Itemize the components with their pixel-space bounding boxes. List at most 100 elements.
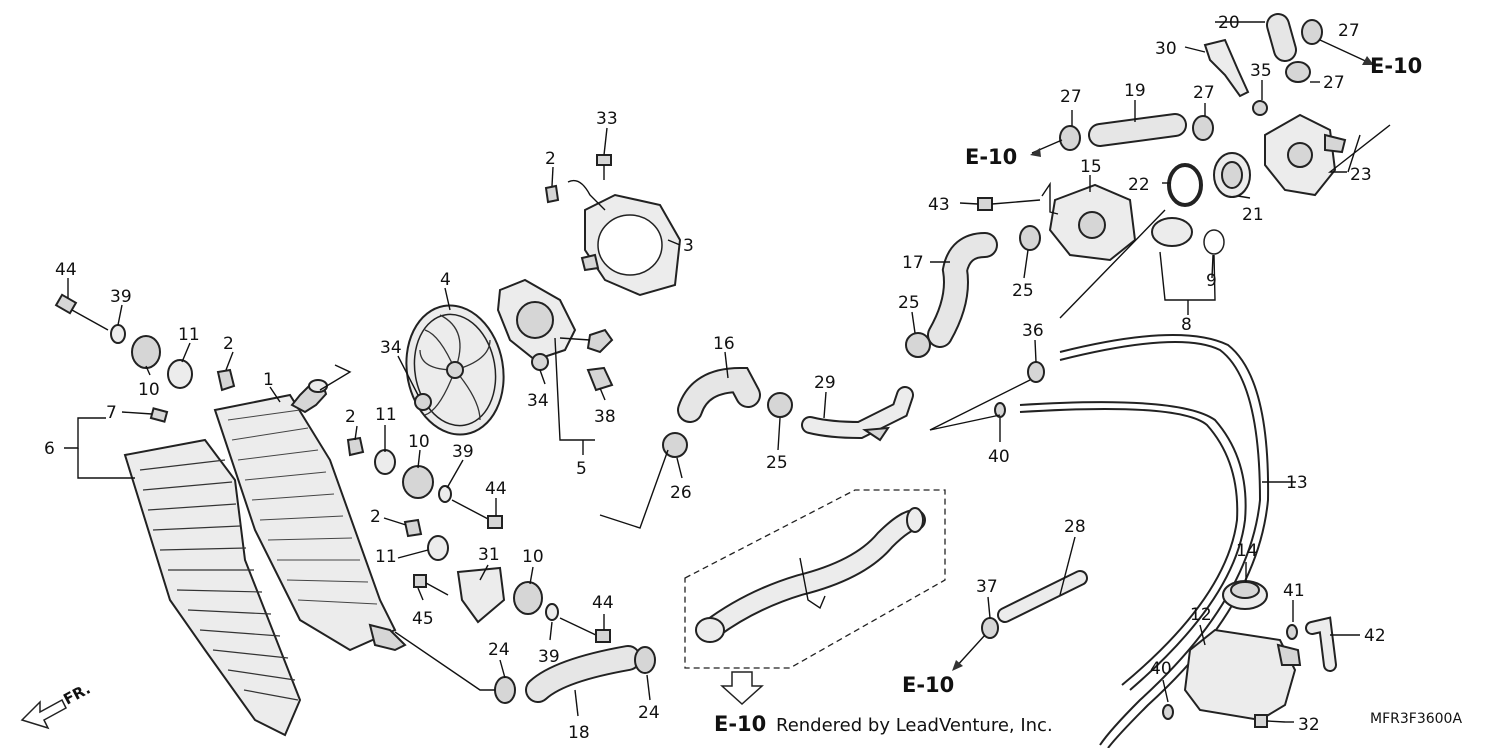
front-label: FR. [60,680,93,709]
callout-38: 38 [594,407,616,427]
part-fan-shroud [567,179,682,297]
down-arrow [720,671,764,706]
callout-2: 2 [545,149,556,169]
callout-3: 3 [683,236,694,256]
part-clip-2c [346,436,365,457]
callout-36: 36 [1022,321,1044,341]
callout-41: 41 [1283,581,1305,601]
callout-28: 28 [1064,517,1086,537]
part-bolt-33 [596,154,612,180]
part-hose-28 [997,570,1088,623]
part-clamp-36 [1027,361,1045,383]
callout-43: 43 [928,195,950,215]
part-oring-9 [1203,229,1225,255]
callout-34: 34 [380,338,402,358]
callout-17: 17 [902,253,924,273]
part-clip-2d [403,518,423,538]
callout-5: 5 [576,459,587,479]
callout-14: 14 [1236,541,1258,561]
part-clamp-25a [767,392,793,418]
callout-18: 18 [568,723,590,743]
ref-e10-bottom-right: E-10 [902,673,954,697]
part-pipe-assembly-box [684,489,946,669]
part-hose-18 [525,645,641,703]
callout-30: 30 [1155,39,1177,59]
callout-10: 10 [522,547,544,567]
callout-23: 23 [1350,165,1372,185]
callout-25: 25 [766,453,788,473]
part-nut-34a [414,393,432,411]
callout-31: 31 [478,545,500,565]
callout-8: 8 [1181,315,1192,335]
callout-39: 39 [110,287,132,307]
part-bolt-43 [977,197,1041,211]
callout-26: 26 [670,483,692,503]
callout-11: 11 [375,405,397,425]
part-clamp-27c [1301,19,1323,45]
part-tube-42 [1305,616,1337,672]
callout-39: 39 [452,442,474,462]
part-clip-2a [544,184,560,204]
callout-40: 40 [988,447,1010,467]
callout-21: 21 [1242,205,1264,225]
part-mount-hardware-mid [374,449,503,529]
callout-25: 25 [1012,281,1034,301]
part-seal-22 [1167,163,1203,207]
ref-e10-top-right: E-10 [1370,54,1422,78]
callout-9: 9 [1206,271,1217,291]
ref-e10-bottom-center: E-10 [714,712,766,736]
callout-13: 13 [1286,473,1308,493]
part-clamp-26 [662,432,688,458]
callout-27: 27 [1323,73,1345,93]
part-spacer-7 [149,407,169,423]
part-clamp-24b [634,646,656,674]
callout-27: 27 [1060,87,1082,107]
callout-16: 16 [713,334,735,354]
front-arrow: FR. [20,680,93,730]
part-hose-20 [1266,13,1297,62]
callout-45: 45 [412,609,434,629]
callout-34: 34 [527,391,549,411]
callout-39: 39 [538,647,560,667]
callout-25: 25 [898,293,920,313]
part-sensor-30 [1203,38,1250,98]
part-outlet-23 [1264,113,1347,197]
part-radiator [213,379,407,652]
part-washer-35 [1252,100,1268,116]
callout-40: 40 [1150,659,1172,679]
part-cap-14 [1222,580,1268,610]
callout-24: 24 [638,703,660,723]
part-nut-34b [531,353,549,371]
part-fan [405,304,505,436]
callout-11: 11 [375,547,397,567]
callout-27: 27 [1338,21,1360,41]
callout-37: 37 [976,577,998,597]
callout-15: 15 [1080,157,1102,177]
callout-32: 32 [1298,715,1320,735]
callout-6: 6 [44,439,55,459]
part-clip-2b [216,368,236,392]
callout-12: 12 [1190,605,1212,625]
callout-27: 27 [1193,83,1215,103]
callout-numbers: 44 39 10 11 2 1 7 6 2 33 3 4 34 34 38 5 … [44,13,1386,743]
callout-24: 24 [488,640,510,660]
callout-2: 2 [370,507,381,527]
part-mount-hardware-top [54,293,193,389]
callout-35: 35 [1250,61,1272,81]
part-clip-40a [994,402,1006,418]
callout-10: 10 [408,432,430,452]
callout-7: 7 [106,403,117,423]
part-code: MFR3F3600A [1370,711,1462,727]
part-hose-17 [927,232,998,348]
watermark: Rendered by LeadVenture, Inc. [776,715,1053,736]
part-thermostat-housing [1048,183,1137,262]
callout-29: 29 [814,373,836,393]
part-clamp-27b [1192,115,1214,141]
part-mount-hardware-low [413,535,611,643]
part-hose-16 [677,366,761,423]
callout-19: 19 [1124,81,1146,101]
part-clamp-27a [1059,125,1081,151]
part-reservoir-12 [1183,628,1302,722]
callout-33: 33 [596,109,618,129]
part-shroud [123,438,302,737]
